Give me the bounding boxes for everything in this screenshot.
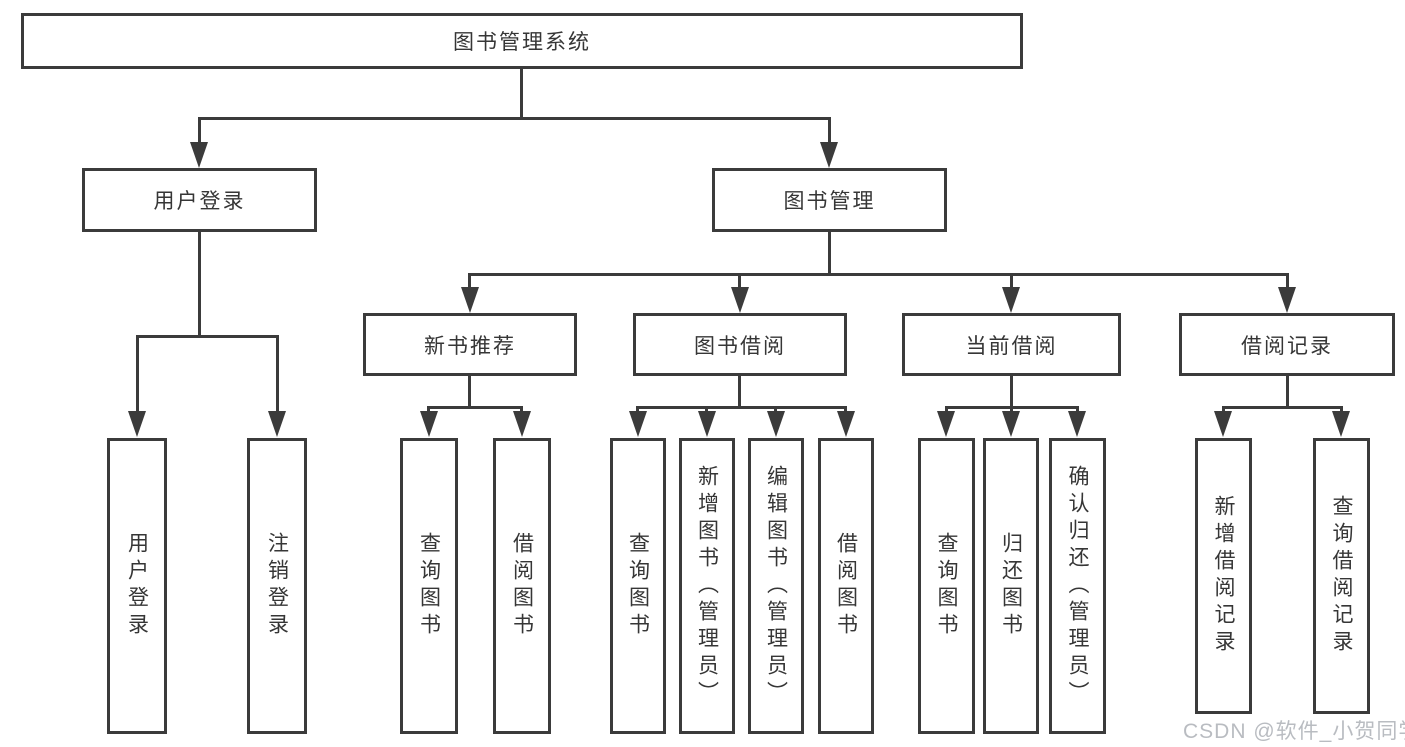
leaf-records-add-borrow-record: 新增借阅记录 [1195,438,1252,714]
node-new-book-recommend: 新书推荐 [363,313,577,376]
connector-drop-user-login [198,117,201,145]
leaf-label: 新增图书（管理员） [695,464,719,708]
arrowhead-icon [461,287,479,313]
leaf-recommend-query-books: 查询图书 [400,438,458,734]
leaf-records-query-borrow-record: 查询借阅记录 [1313,438,1370,714]
arrowhead-icon [1214,411,1232,437]
arrowhead-icon [128,411,146,437]
connector-root-rail [198,117,831,120]
leaf-current-confirm-return-admin: 确认归还（管理员） [1049,438,1106,734]
leaf-current-query-books: 查询图书 [918,438,975,734]
arrowhead-icon [767,411,785,437]
connector-drop [520,406,523,413]
leaf-borrow-borrow-books: 借阅图书 [818,438,874,734]
leaf-label: 借阅图书 [834,532,858,640]
node-borrow-records: 借阅记录 [1179,313,1395,376]
connector-drop [636,406,639,413]
connector-drop [1076,406,1079,413]
arrowhead-icon [190,142,208,168]
leaf-recommend-borrow-books: 借阅图书 [493,438,551,734]
node-label: 图书借阅 [694,334,786,358]
node-label: 借阅记录 [1241,334,1333,358]
connector-drop-current-borrow [1010,273,1013,289]
connector-borrow-records-stem [1286,376,1289,409]
connector-drop-leaf-user-login [136,335,139,413]
connector-book-borrow-rail [636,406,847,409]
arrowhead-icon [629,411,647,437]
connector-drop [774,406,777,413]
connector-drop-book-management [828,117,831,145]
arrowhead-icon [268,411,286,437]
arrowhead-icon [937,411,955,437]
connector-user-login-rail [136,335,279,338]
leaf-label: 查询图书 [417,532,441,640]
connector-current-borrow-stem [1010,376,1013,413]
leaf-label: 借阅图书 [510,532,534,640]
arrowhead-icon [837,411,855,437]
connector-level2-rail [468,273,1289,276]
leaf-label: 用户登录 [125,532,149,640]
node-label: 新书推荐 [424,334,516,358]
leaf-borrow-edit-books-admin: 编辑图书（管理员） [748,438,804,734]
leaf-borrow-query-books: 查询图书 [610,438,666,734]
connector-drop-new-book-recommend [468,273,471,289]
node-label: 用户登录 [153,190,246,213]
arrowhead-icon [1332,411,1350,437]
connector-drop [1340,406,1343,413]
leaf-current-return-books: 归还图书 [983,438,1039,734]
connector-book-borrow-stem [738,376,741,409]
leaf-label: 查询借阅记录 [1330,495,1353,657]
connector-drop-leaf-logout [276,335,279,413]
connector-drop [844,406,847,413]
connector-root-stem [520,69,523,120]
node-book-management: 图书管理 [712,168,947,232]
connector-drop [705,406,708,413]
arrowhead-icon [1278,287,1296,313]
connector-borrow-records-rail [1222,406,1343,409]
arrowhead-icon [513,411,531,437]
leaf-label: 确认归还（管理员） [1066,464,1089,708]
leaf-label: 查询图书 [935,532,958,640]
arrowhead-icon [698,411,716,437]
node-label: 图书管理 [783,190,876,213]
connector-drop [1222,406,1225,413]
arrowhead-icon [1068,411,1086,437]
connector-drop-borrow-records [1286,273,1289,289]
leaf-borrow-add-books-admin: 新增图书（管理员） [679,438,735,734]
leaf-label: 归还图书 [999,532,1023,640]
leaf-user-login: 用户登录 [107,438,167,734]
arrowhead-icon [731,287,749,313]
csdn-watermark: CSDN @软件_小贺同学 [1183,720,1405,743]
leaf-label: 编辑图书（管理员） [764,464,788,708]
connector-new-book-recommend-stem [468,376,471,409]
leaf-label: 查询图书 [626,532,650,640]
arrowhead-icon [1002,287,1020,313]
node-user-login: 用户登录 [82,168,317,232]
connector-current-borrow-rail [945,406,1079,409]
node-current-borrow: 当前借阅 [902,313,1121,376]
arrowhead-icon [1002,411,1020,437]
connector-book-management-stem [828,232,831,276]
leaf-label: 注销登录 [265,532,289,640]
node-label: 当前借阅 [965,334,1058,358]
connector-drop [945,406,948,413]
connector-new-book-recommend-rail [427,406,523,409]
leaf-logout-login: 注销登录 [247,438,307,734]
arrowhead-icon [420,411,438,437]
arrowhead-icon [820,142,838,168]
node-book-borrow: 图书借阅 [633,313,847,376]
node-label: 图书管理系统 [453,31,591,54]
leaf-label: 新增借阅记录 [1212,495,1235,657]
connector-user-login-stem [198,232,201,338]
connector-drop [427,406,430,413]
connector-drop-book-borrow [738,273,741,289]
node-library-management-system: 图书管理系统 [21,13,1023,69]
